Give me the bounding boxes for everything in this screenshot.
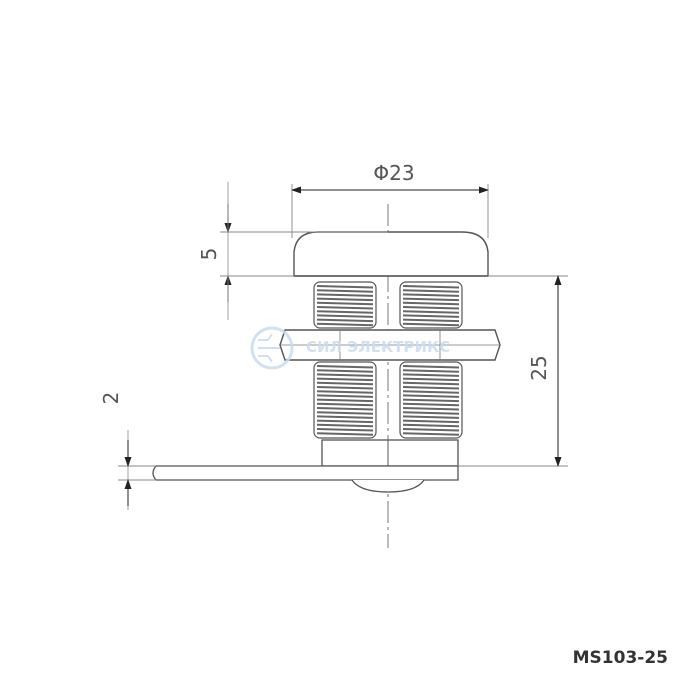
- thread-line: [316, 394, 374, 398]
- thread-line: [316, 432, 374, 436]
- thread-line: [316, 373, 374, 377]
- thread-line: [316, 369, 374, 373]
- thread-line: [402, 432, 460, 436]
- thread-line: [402, 289, 460, 293]
- lock-head: [293, 231, 489, 277]
- cam-plate: [152, 465, 459, 481]
- thread-line: [316, 398, 374, 403]
- thread-line: [316, 297, 374, 302]
- thread-line: [402, 314, 460, 318]
- thread-line: [402, 398, 460, 403]
- thread-line: [402, 386, 460, 390]
- thread-line: [316, 411, 374, 415]
- thread-line: [316, 407, 374, 411]
- thread-line: [316, 322, 374, 327]
- thread-line: [316, 301, 374, 306]
- thread-line: [316, 289, 374, 293]
- thread-line: [316, 419, 374, 424]
- thread-line: [402, 394, 460, 398]
- thread-line: [402, 301, 460, 306]
- thread-line: [402, 423, 460, 428]
- thread-line: [402, 322, 460, 327]
- thread-line: [316, 402, 374, 407]
- thread-line: [316, 423, 374, 428]
- thread-line: [402, 293, 460, 297]
- thread-line: [402, 285, 460, 289]
- thread-line: [402, 297, 460, 302]
- dim-cam-text: 2: [99, 392, 123, 405]
- thread-line: [316, 390, 374, 394]
- thread-line: [402, 369, 460, 373]
- thread-line: [402, 365, 460, 369]
- watermark-text: СИЛ ЭЛЕКТРИКС: [306, 338, 450, 356]
- watermark-logo: СИЛ ЭЛЕКТРИКС: [250, 326, 450, 370]
- thread-line: [402, 428, 460, 432]
- thread-line: [402, 310, 460, 314]
- model-label: MS103-25: [572, 648, 668, 668]
- thread-line: [316, 318, 374, 323]
- thread-line: [402, 377, 460, 382]
- thread-line: [402, 411, 460, 415]
- thread-line: [402, 306, 460, 310]
- thread-line: [316, 415, 374, 419]
- thread-line: [316, 285, 374, 289]
- body-collar: [321, 439, 459, 467]
- thread-line: [402, 419, 460, 424]
- thread-line: [316, 428, 374, 432]
- thread-line: [402, 381, 460, 386]
- thread-line: [316, 377, 374, 382]
- extension-lines: [118, 184, 568, 481]
- thread-line: [316, 365, 374, 369]
- thread-line: [316, 381, 374, 386]
- dim-length-text: 25: [527, 355, 551, 380]
- thread-line: [316, 314, 374, 318]
- dim-diameter-text: Φ23: [373, 161, 414, 185]
- thread-line: [316, 386, 374, 390]
- screw-head: [351, 479, 425, 493]
- thread-line: [402, 318, 460, 323]
- thread-line: [316, 310, 374, 314]
- thread-line: [402, 407, 460, 411]
- thread-line: [402, 373, 460, 377]
- thread-line: [316, 293, 374, 297]
- thread-line: [402, 415, 460, 419]
- thread-line: [402, 402, 460, 407]
- thread-body: [313, 281, 463, 439]
- thread-line: [402, 390, 460, 394]
- dim-head-text: 5: [197, 248, 221, 261]
- thread-line: [316, 306, 374, 310]
